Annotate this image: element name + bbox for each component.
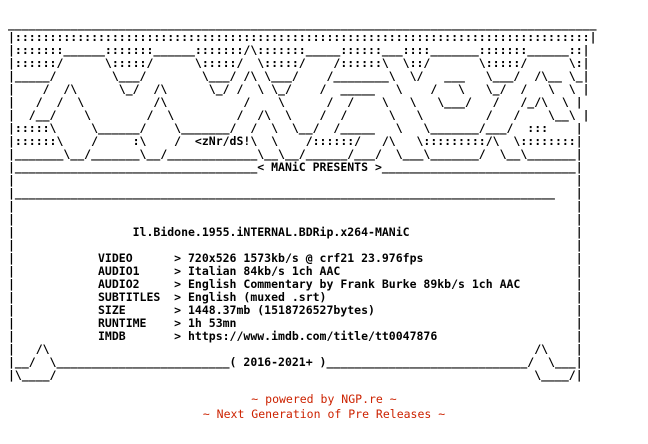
nfo-line: | / / \ /\ / \ / / \ \ \___/ / /_/\ \ | bbox=[8, 95, 583, 109]
nfo-line: | | bbox=[8, 173, 583, 187]
nfo-line: | Il.Bidone.1955.iNTERNAL.BDRip.x264-MAN… bbox=[8, 225, 583, 239]
nfo-line: ________________________________________… bbox=[8, 18, 597, 31]
nfo-line: | AUDIO1 > Italian 84kb/s 1ch AAC | bbox=[8, 264, 583, 278]
nfo-line: |_____/ \___/ \___/ /\ \___/ /________\ … bbox=[8, 69, 590, 83]
nfo-line: | / /\ \_/ /\ \_/ / \ \_/ / _____ \ / \ … bbox=[8, 82, 590, 96]
nfo-line: |::::::/ \:::::/ \:::::/ \:::::/ /::::::… bbox=[8, 56, 590, 70]
nfo-line: | /\ /\ | bbox=[8, 342, 583, 356]
nfo-line: |_______________________________________… bbox=[8, 186, 583, 200]
nfo-line: | IMDB > https://www.imdb.com/title/tt00… bbox=[8, 329, 583, 343]
nfo-line: |:::::::::::::::::::::::::::::::::::::::… bbox=[8, 30, 597, 44]
nfo-line: |:::::::______:::::::______:::::::/\::::… bbox=[8, 43, 590, 57]
nfo-line: | | bbox=[8, 238, 583, 252]
nfo-line: |_______\__/_______\__/_____________\__\… bbox=[8, 147, 583, 161]
nfo-line: |::::::\ / :\ / <zNr/dS!\ \ /::::::/ /\ … bbox=[8, 134, 583, 148]
tagline: ~ Next Generation of Pre Releases ~ bbox=[202, 407, 446, 421]
nfo-line: | SUBTITLES > English (muxed .srt) | bbox=[8, 290, 583, 304]
nfo-line: | | bbox=[8, 212, 583, 226]
nfo-line: | SIZE > 1448.37mb (1518726527bytes) | bbox=[8, 303, 583, 317]
nfo-line: | RUNTIME > 1h 53mn | bbox=[8, 316, 583, 330]
nfo-line: | AUDIO2 > English Commentary by Frank B… bbox=[8, 277, 583, 291]
nfo-frame: ________________________________________… bbox=[8, 18, 638, 382]
nfo-line: |\____/ \____/| bbox=[8, 368, 583, 382]
nfo-line: |___________________________________< MA… bbox=[8, 160, 583, 174]
nfo-line: | /__/ \ / \ / /\ \ / / \ \ / / \__\ | bbox=[8, 108, 590, 122]
nfo-line: | | bbox=[8, 199, 583, 213]
nfo-line: |:::::\ \______/ \_______/ / \ \__/ /___… bbox=[8, 121, 583, 135]
nfo-line: | VIDEO > 720x526 1573kb/s @ crf21 23.97… bbox=[8, 251, 583, 265]
nfo-line: |__/ \_________________________( 2016-20… bbox=[8, 355, 583, 369]
powered-by-line: ~ powered by NGP.re ~ bbox=[251, 392, 397, 406]
nfo-ascii-art: ________________________________________… bbox=[8, 18, 638, 382]
